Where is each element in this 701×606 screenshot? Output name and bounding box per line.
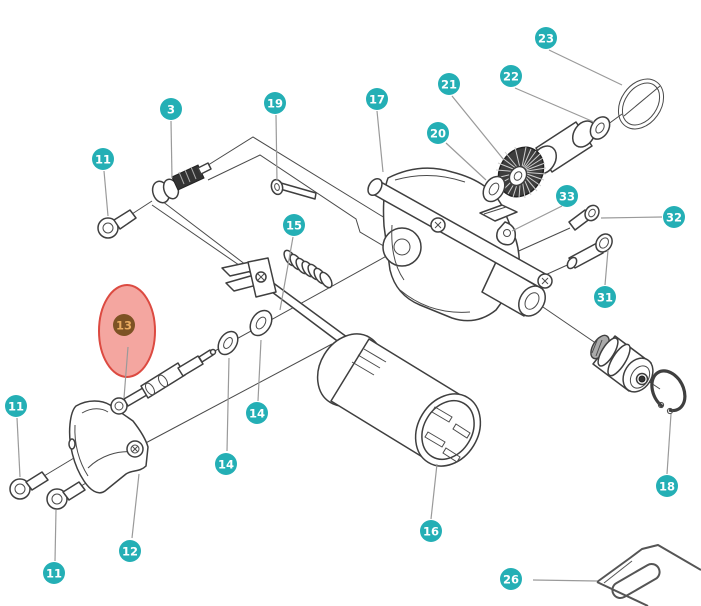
bevel-pinion: [495, 146, 547, 199]
callout-badge-21[interactable]: 21: [438, 73, 460, 95]
svg-text:17: 17: [369, 92, 385, 106]
leader-13: [123, 346, 129, 399]
callout-badge-11[interactable]: 11: [43, 562, 65, 584]
svg-text:12: 12: [122, 544, 138, 558]
callout-badge-11[interactable]: 11: [92, 148, 114, 170]
spring: [283, 249, 333, 289]
callout-badge-33[interactable]: 33: [556, 185, 578, 207]
callout-badge-22[interactable]: 22: [500, 65, 522, 87]
throttle-shaft-13: [110, 348, 217, 415]
svg-text:16: 16: [423, 524, 439, 538]
callout-badge-23[interactable]: 23: [535, 27, 557, 49]
washers-14: [217, 309, 273, 356]
callout-badge-17[interactable]: 17: [366, 88, 388, 110]
svg-text:33: 33: [559, 189, 575, 203]
cable-adjuster-3: [151, 162, 212, 204]
callout-badge-3[interactable]: 3: [160, 98, 182, 120]
callout-badge-31[interactable]: 31: [594, 286, 616, 308]
guard-plate-12: [68, 400, 149, 494]
callout-badge-16[interactable]: 16: [420, 520, 442, 542]
callout-badge-32[interactable]: 32: [663, 206, 685, 228]
svg-text:31: 31: [597, 290, 613, 304]
bevel-gear-set: [479, 78, 665, 246]
drive-tube: [316, 333, 482, 467]
svg-text:14: 14: [218, 457, 234, 471]
svg-text:11: 11: [8, 399, 24, 413]
svg-text:11: 11: [95, 152, 111, 166]
wrench-26: [596, 544, 701, 606]
callout-badge-18[interactable]: 18: [656, 475, 678, 497]
callout-badge-26[interactable]: 26: [500, 568, 522, 590]
bolt-11-top: [97, 209, 137, 239]
bearing: [590, 334, 654, 393]
svg-text:26: 26: [503, 572, 519, 586]
svg-text:13: 13: [116, 318, 132, 332]
svg-text:15: 15: [286, 218, 302, 232]
callout-badge-14[interactable]: 14: [215, 453, 237, 475]
callout-badge-20[interactable]: 20: [427, 122, 449, 144]
bolt-31: [566, 233, 613, 270]
snap-ring: [650, 369, 687, 415]
leader-lines: [16, 49, 672, 582]
svg-text:14: 14: [249, 406, 265, 420]
bolt-32: [568, 204, 600, 231]
svg-text:21: 21: [441, 77, 457, 91]
bolt-11-left: [9, 471, 49, 500]
svg-text:11: 11: [46, 566, 62, 580]
svg-text:22: 22: [503, 69, 519, 83]
callout-badge-15[interactable]: 15: [283, 214, 305, 236]
callout-badge-12[interactable]: 12: [119, 540, 141, 562]
screw-19: [270, 178, 317, 200]
bolt-11-bottom: [46, 481, 86, 510]
svg-text:20: 20: [430, 126, 446, 140]
svg-text:32: 32: [666, 210, 682, 224]
svg-text:3: 3: [167, 102, 175, 116]
svg-text:19: 19: [267, 96, 283, 110]
callout-badge-13[interactable]: 13: [113, 314, 135, 336]
callout-badge-19[interactable]: 19: [264, 92, 286, 114]
gearbox-housing: [367, 167, 553, 322]
svg-text:18: 18: [659, 479, 675, 493]
callout-badge-14[interactable]: 14: [246, 402, 268, 424]
callout-badge-11[interactable]: 11: [5, 395, 27, 417]
svg-text:23: 23: [538, 31, 554, 45]
